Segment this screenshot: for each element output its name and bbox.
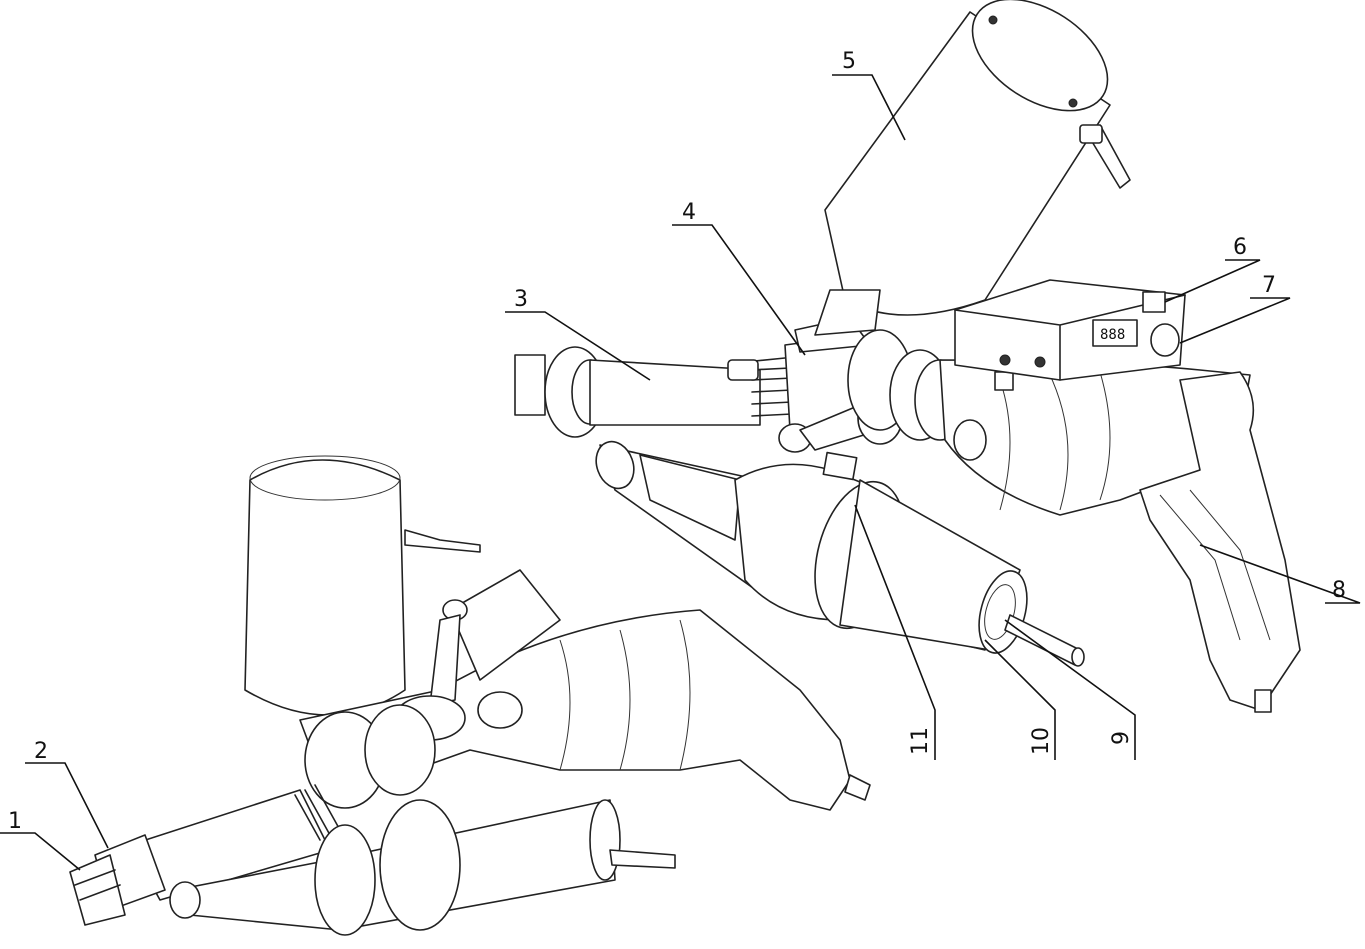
speed-knob [1150,323,1180,357]
top-welder: 888 [514,0,1301,713]
callout-11: 11 [854,504,936,760]
callout-label-6: 6 [1233,235,1247,260]
callout-label-4: 4 [682,200,696,225]
callouts: 1 2 3 4 5 6 7 8 [0,49,1361,871]
hopper [814,0,1131,336]
callout-10: 10 [984,639,1056,760]
callout-6: 6 [1164,235,1261,303]
callout-9: 9 [1004,619,1136,760]
callout-8: 8 [1199,544,1361,604]
callout-label-1: 1 [8,809,22,834]
drive-body: 888 [914,279,1301,713]
temperature-display-readout: 888 [1100,327,1125,343]
callout-label-3: 3 [514,287,528,312]
hopper-lower [244,459,406,716]
callout-5: 5 [832,49,906,141]
callout-3: 3 [505,287,651,381]
callout-label-10: 10 [1029,727,1054,755]
hot-air-blower [595,440,1085,667]
callout-label-7: 7 [1262,273,1276,298]
bottom-welder [69,455,871,936]
callout-label-9: 9 [1109,731,1134,745]
callout-7: 7 [1179,273,1291,344]
callout-label-5: 5 [842,49,856,74]
callout-1: 1 [0,809,81,871]
callout-label-2: 2 [34,739,48,764]
callout-label-8: 8 [1332,578,1346,603]
callout-label-11: 11 [908,727,933,755]
callout-2: 2 [25,739,109,849]
extrusion-barrel [514,346,793,438]
callout-4: 4 [672,200,806,356]
